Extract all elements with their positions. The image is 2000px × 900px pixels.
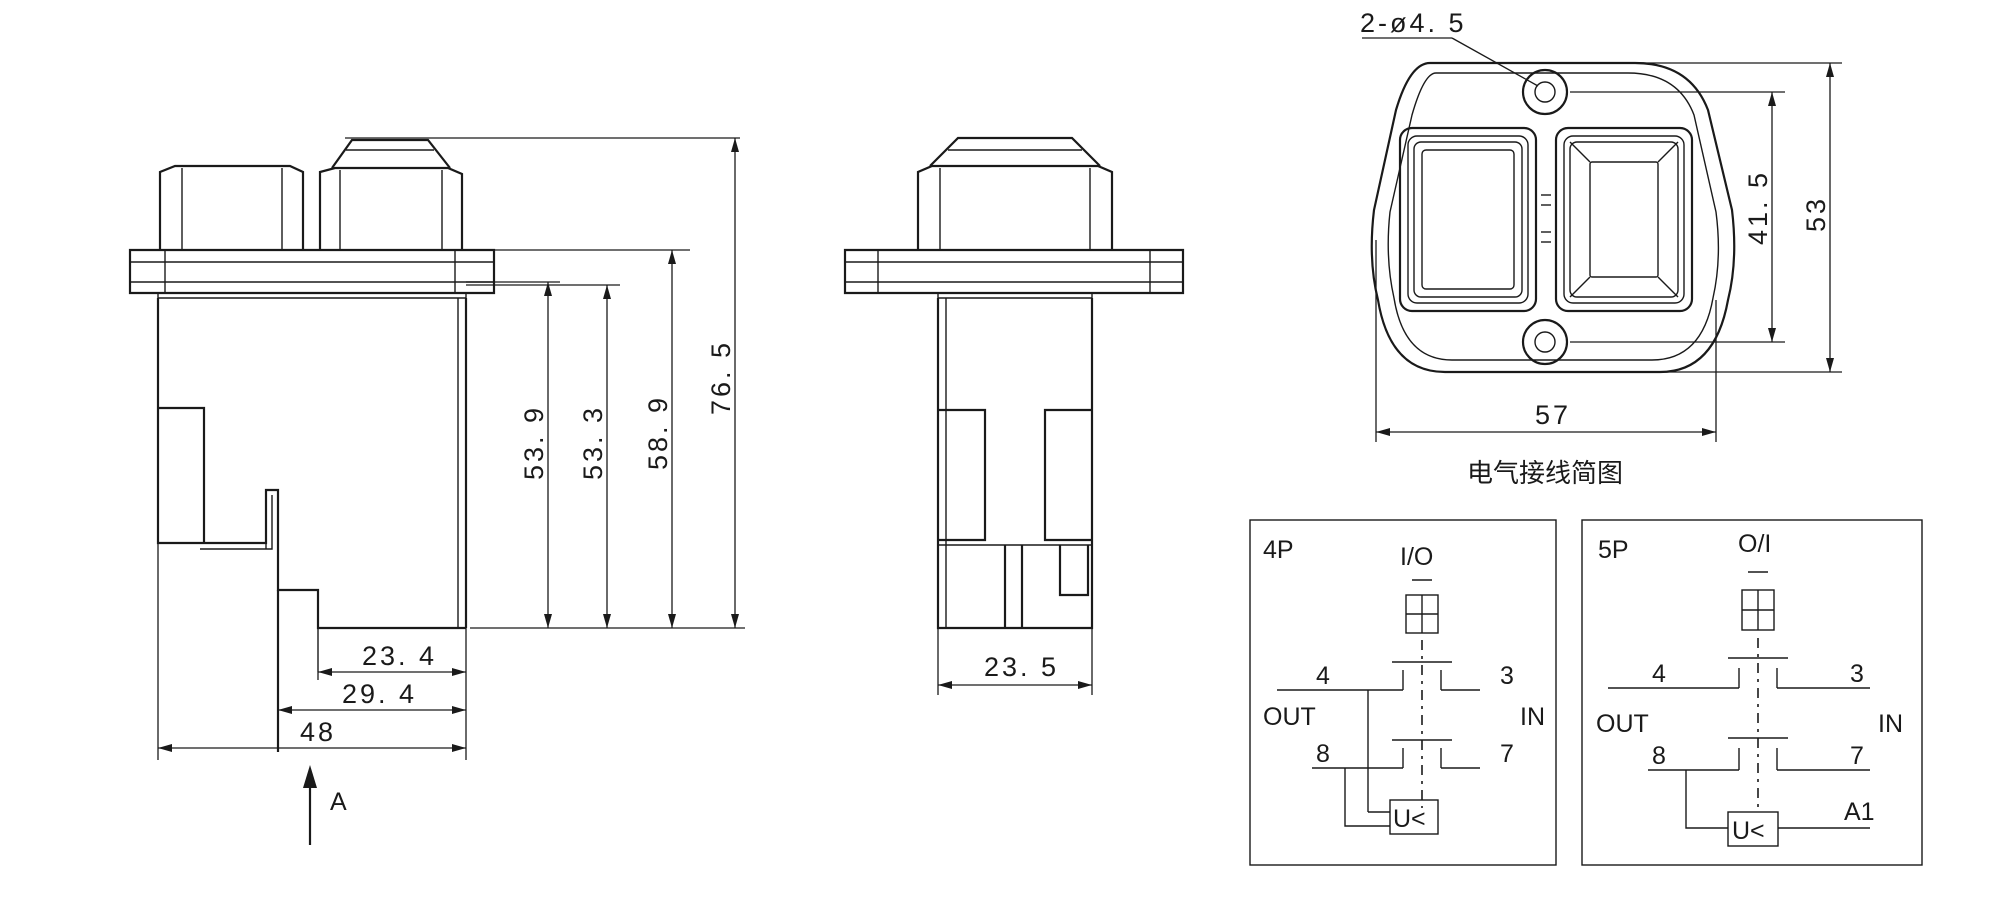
- dim-57: 57: [1535, 400, 1571, 430]
- schematic-5p-coil-label: U<: [1732, 817, 1765, 845]
- top-view: 2-ø4. 5 41. 5 53 57 电气接线简图: [1360, 8, 1842, 489]
- hole-callout: 2-ø4. 5: [1360, 8, 1467, 38]
- dim-23-5: 23. 5: [984, 652, 1059, 682]
- schematic-5p-in-label: IN: [1878, 710, 1903, 738]
- schematic-4p-pin-4: 4: [1316, 662, 1330, 690]
- schematic-5p-title: 5P: [1598, 536, 1629, 564]
- dim-48: 48: [300, 717, 336, 747]
- front-view: 23. 5: [843, 136, 1185, 695]
- schematic-5p-switch-label: O/I: [1738, 530, 1771, 558]
- view-arrow-label: A: [330, 788, 347, 816]
- dim-58-9: 58. 9: [643, 395, 673, 470]
- front-body: [936, 298, 1094, 630]
- front-left-tab: [938, 408, 987, 542]
- front-flange: [843, 248, 1185, 295]
- outer-outline: [1370, 61, 1736, 374]
- front-boss: [916, 164, 1114, 250]
- schematic-4p-pin-7: 7: [1500, 740, 1514, 768]
- right-window: [1554, 126, 1694, 313]
- dim-53: 53: [1801, 196, 1831, 232]
- dim-41-5: 41. 5: [1743, 170, 1773, 245]
- mounting-flange: [128, 248, 496, 295]
- left-window: [1398, 126, 1538, 313]
- schematic-4p-pin-8: 8: [1316, 740, 1330, 768]
- schematic-4p-switch-label: I/O: [1400, 543, 1433, 571]
- left-boss: [158, 164, 305, 250]
- schematic-4p-coil-label: U<: [1393, 805, 1426, 833]
- schematic-4p-out-label: OUT: [1263, 703, 1316, 731]
- front-right-tab: [1043, 408, 1092, 542]
- wiring-caption: 电气接线简图: [1467, 459, 1623, 489]
- schematic-5p-pin-4: 4: [1652, 660, 1666, 688]
- schematic-5p-pin-3: 3: [1850, 660, 1864, 688]
- schematic-5p-out-label: OUT: [1596, 710, 1649, 738]
- schematic-5p-pin-7: 7: [1850, 742, 1864, 770]
- dim-53-3: 53. 3: [578, 405, 608, 480]
- mount-hole-bottom: [1521, 318, 1569, 366]
- schematic-4p-frame: [1249, 519, 1557, 866]
- schematic-4p-title: 4P: [1263, 536, 1294, 564]
- schematic-4p-in-label: IN: [1520, 703, 1545, 731]
- body-step: [200, 488, 466, 630]
- dim-53-9: 53. 9: [519, 405, 549, 480]
- dim-23-4: 23. 4: [362, 641, 437, 671]
- right-boss: [318, 166, 464, 250]
- side-view: 53. 9 53. 3 58. 9 76. 5 23. 4 29. 4 48 A: [128, 137, 745, 845]
- terminal-block: [158, 406, 206, 543]
- schematic-5p-frame: [1581, 519, 1923, 866]
- undervoltage-coil: [1389, 799, 1439, 835]
- switch-cap: [331, 138, 451, 169]
- front-terminal: [1058, 545, 1090, 597]
- schematic-5p-a1-label: A1: [1844, 798, 1875, 826]
- schematic-4p: 4P I/O 4 3 8 7 OUT IN U<: [1249, 519, 1557, 866]
- dim-29-4: 29. 4: [342, 679, 417, 709]
- schematic-5p: 5P O/I 4 3 8 7 OUT IN U< A1: [1581, 519, 1923, 866]
- mount-hole-top: [1521, 68, 1569, 116]
- dim-76-5: 76. 5: [706, 340, 736, 415]
- front-switch-cap: [929, 136, 1101, 167]
- undervoltage-coil-5p: [1727, 811, 1779, 847]
- body-left: [156, 298, 200, 545]
- schematic-4p-pin-3: 3: [1500, 662, 1514, 690]
- schematic-5p-pin-8: 8: [1652, 742, 1666, 770]
